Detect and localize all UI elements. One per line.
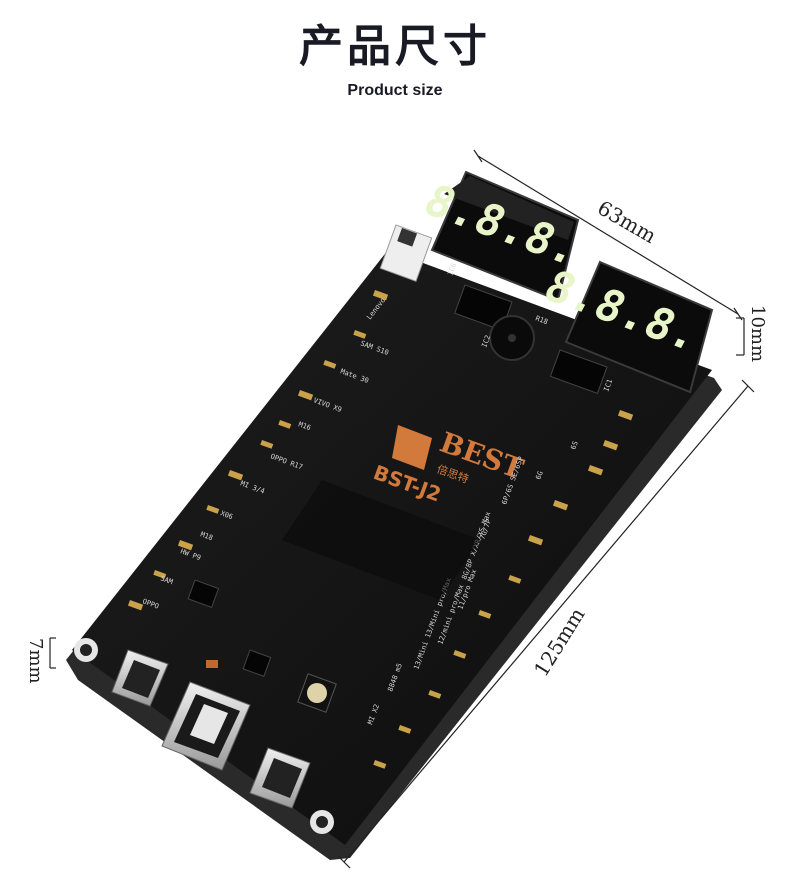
silk-m18: M18	[199, 530, 214, 542]
silk-6g: 6G	[534, 470, 544, 481]
dimension-edge-offset: 7mm	[25, 638, 46, 684]
led-component	[206, 660, 218, 668]
silk-x06: X06	[219, 509, 234, 521]
push-button[interactable]	[297, 673, 337, 713]
silk-sam: SAM	[159, 574, 174, 586]
usb-a-port[interactable]	[161, 681, 251, 771]
dimension-lines	[49, 149, 755, 869]
silk-ic2: IC2	[480, 334, 492, 349]
silk-m16: M16	[297, 420, 312, 432]
usb-c-port-2[interactable]	[249, 747, 311, 809]
page-subtitle: Product size	[347, 82, 443, 99]
mounting-holes	[74, 638, 334, 834]
silk-ic6: IC6	[446, 262, 458, 277]
silk-ic1: IC1	[602, 378, 614, 393]
dark-panel	[282, 480, 480, 600]
ic-chips	[187, 284, 608, 677]
dimension-display-offset: 10mm	[747, 305, 768, 362]
display-module-2: 8.8.8.	[536, 260, 714, 394]
page-title: 产品尺寸	[299, 21, 491, 72]
silk-6s: 6S	[569, 440, 579, 451]
pcb-components	[127, 290, 634, 769]
slide-switch	[379, 224, 433, 282]
silk-r18: R18	[534, 314, 549, 326]
dimension-width: 63mm	[594, 196, 661, 248]
usb-c-port-1[interactable]	[111, 649, 169, 707]
